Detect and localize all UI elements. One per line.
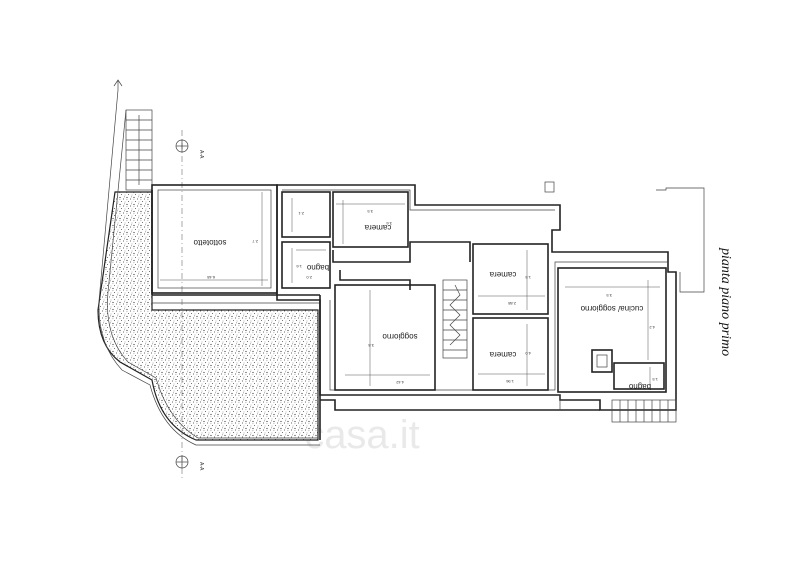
room-camera-top-width: 3.5 (367, 209, 373, 214)
room-soggiorno-height: 3.8 (368, 343, 374, 348)
terrace-hatch-left (97, 191, 319, 441)
room-camera-r1-label: camera (489, 270, 516, 279)
section-marker-top: A-A (198, 150, 204, 159)
section-marker-bottom: A-A (198, 462, 204, 471)
room-cucina-width: 3.5 (606, 293, 612, 298)
room-sottotetto-width: 6.48 (206, 275, 215, 280)
room-camera-top-height: 3.6 (386, 221, 392, 226)
room-sottotetto-label: sottotetto (193, 238, 226, 247)
watermark: casa.it (304, 413, 420, 457)
room-cucina-label: cucina/ soggiorno (580, 304, 643, 313)
room-soggiorno-label: soggiorno (382, 332, 418, 341)
room-bagno-right-label: bagno (628, 382, 651, 391)
room-camera-r1-width: 2.88 (507, 301, 516, 306)
room-camera-r2-label: camera (489, 350, 516, 359)
plan-title: pianta piano primo (718, 247, 733, 356)
room-cucina-height: 4.2 (649, 325, 655, 330)
room-soggiorno-width: 4.42 (395, 380, 404, 385)
room-bagno-left-width: 2.0 (306, 275, 312, 280)
room-bagno-left-label: bagno (306, 263, 329, 272)
room-bagno-left-height: 1.6 (296, 264, 302, 269)
room-bagno-right-height: 1.5 (652, 377, 658, 382)
room-camera-r1-height: 1.5 (525, 275, 531, 280)
closet-dim-a: 2.1 (298, 211, 304, 216)
room-camera-top-label: camera (364, 223, 391, 232)
room-camera-r2-width: 1.96 (505, 379, 514, 384)
room-sottotetto-height: 2.7 (252, 239, 258, 244)
room-camera-r2-height: 4.0 (525, 351, 531, 356)
